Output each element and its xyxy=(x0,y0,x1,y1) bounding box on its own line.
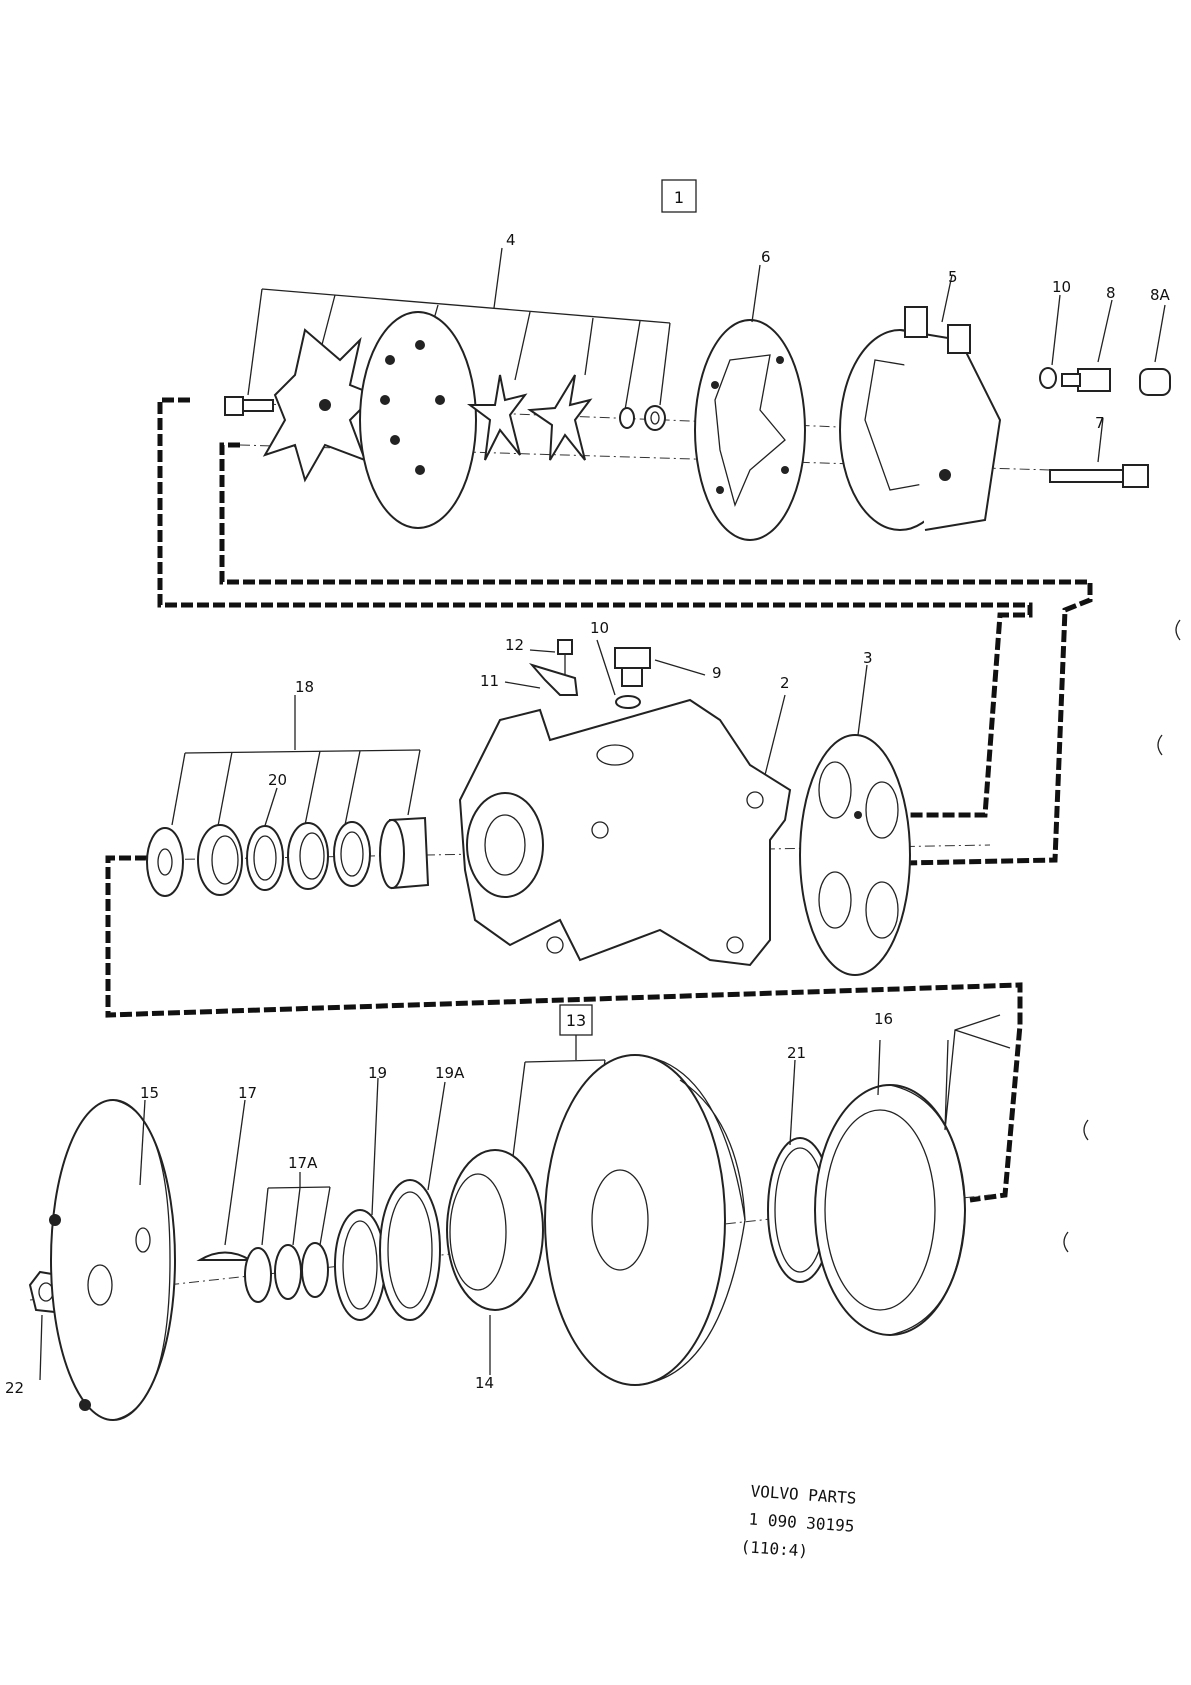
shaft-seal-ring-3 xyxy=(246,825,284,891)
diagram-number: 1 xyxy=(674,188,684,207)
group-number: 13 xyxy=(566,1011,586,1030)
shim-ring-1 xyxy=(244,1247,272,1303)
group-number-box: 13 xyxy=(559,1004,593,1036)
shim-ring-3 xyxy=(301,1242,329,1298)
snap-ring-part xyxy=(334,1209,386,1321)
callout-8: 8 xyxy=(1106,284,1116,302)
callout-18: 18 xyxy=(295,678,314,696)
gasket-part xyxy=(694,319,806,541)
stamp-line-2: 1 090 30195 xyxy=(748,1509,855,1535)
shaft-seal-ring-5 xyxy=(333,821,371,887)
callout-19: 19 xyxy=(368,1064,387,1082)
callout-12: 12 xyxy=(505,636,524,654)
bolt-part xyxy=(224,396,274,416)
callout-bracket-4 xyxy=(247,247,671,411)
bracket-part xyxy=(528,663,579,696)
stamp-line-1: VOLVO PARTS xyxy=(750,1481,857,1507)
washer-part-middle xyxy=(615,695,641,709)
callout-bracket-18 xyxy=(171,695,421,827)
callout-7: 7 xyxy=(1095,414,1105,432)
callout-3: 3 xyxy=(863,649,873,667)
callout-16: 16 xyxy=(874,1010,893,1028)
small-bushing-part xyxy=(644,405,666,431)
cylinder-head-part xyxy=(839,306,1002,531)
valve-plate-disk-part xyxy=(359,311,477,529)
callout-21: 21 xyxy=(787,1044,806,1062)
callout-8A: 8A xyxy=(1150,286,1171,304)
washer-part-top xyxy=(1039,367,1057,389)
callout-6: 6 xyxy=(761,248,771,266)
parts-catalog-stamp: VOLVO PARTS 1 090 30195 (110:4) xyxy=(740,1481,857,1561)
callout-20: 20 xyxy=(268,771,287,789)
shaft-seal-sleeve xyxy=(379,816,430,890)
small-washer-part xyxy=(619,407,635,429)
circlip-part xyxy=(767,1137,833,1283)
callout-14: 14 xyxy=(475,1374,494,1392)
clutch-plate-part xyxy=(49,1099,176,1421)
callout-15: 15 xyxy=(140,1084,159,1102)
screw-part xyxy=(557,639,573,680)
callout-5: 5 xyxy=(948,268,958,286)
callout-bracket-17A xyxy=(261,1172,331,1246)
callout-17A: 17A xyxy=(288,1154,318,1172)
drive-plate-part xyxy=(262,328,377,483)
compressor-body-part xyxy=(458,698,792,967)
callout-10-middle: 10 xyxy=(590,619,609,637)
callout-17: 17 xyxy=(238,1084,257,1102)
reed-valve-part-1 xyxy=(467,374,528,461)
field-coil-part xyxy=(814,1014,1011,1336)
bearing-part xyxy=(446,1149,544,1311)
assembly-guide-lines xyxy=(105,397,1093,1203)
callout-22: 22 xyxy=(5,1379,24,1397)
long-bolt-part xyxy=(1049,464,1149,488)
pulley-part xyxy=(544,1054,746,1386)
fitting-part xyxy=(1061,368,1111,392)
shaft-seal-ring-2 xyxy=(197,824,243,896)
binder-marks xyxy=(1063,619,1181,1253)
key-part xyxy=(196,1251,254,1261)
cap-part xyxy=(1139,368,1171,396)
shaft-seal-ring-1 xyxy=(146,827,184,897)
diagram-number-box: 1 xyxy=(661,179,697,213)
shim-ring-2 xyxy=(274,1244,302,1300)
stamp-line-3: (110:4) xyxy=(740,1537,809,1561)
plug-part xyxy=(614,647,651,687)
callout-9: 9 xyxy=(712,664,722,682)
callout-4: 4 xyxy=(506,231,516,249)
callout-11: 11 xyxy=(480,672,499,690)
callout-10-top: 10 xyxy=(1052,278,1071,296)
reed-valve-part-2 xyxy=(527,374,593,461)
snap-ring-19A-part xyxy=(379,1179,441,1321)
valve-disk-part xyxy=(799,734,911,976)
callout-2: 2 xyxy=(780,674,790,692)
callout-19A: 19A xyxy=(435,1064,465,1082)
shaft-seal-ring-4 xyxy=(287,822,329,890)
